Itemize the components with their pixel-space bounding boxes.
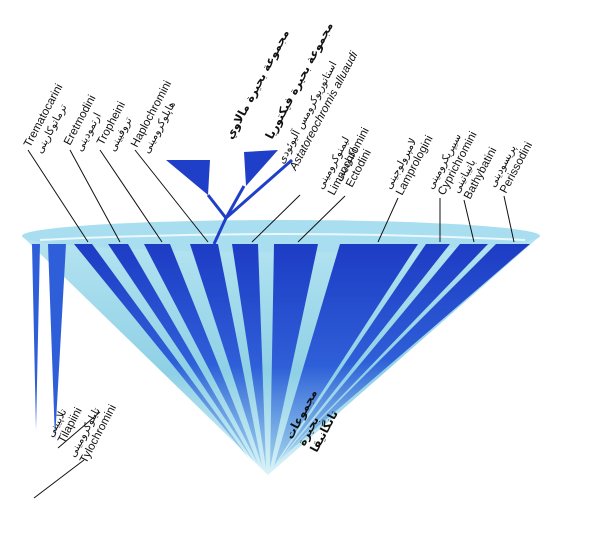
blade-perissodini [286, 244, 530, 454]
malawi-cluster [166, 160, 210, 195]
rim-highlight [39, 233, 526, 241]
blade-tylochromini [32, 244, 40, 430]
blade-haplochromini [190, 244, 262, 466]
victoria-cluster [244, 150, 278, 186]
blade-tropheini [144, 244, 258, 464]
blade-limnochromini [232, 244, 266, 468]
astatoreochromis-branch [225, 158, 293, 220]
stem-to-rim [212, 217, 228, 245]
blade-trematocarini [74, 244, 250, 460]
blade-tilapiini [48, 244, 66, 440]
tribe-blades [74, 244, 530, 468]
blade-ectodini [270, 244, 318, 468]
blade-lamprologini [274, 244, 418, 466]
blade-bathybatini [282, 244, 488, 458]
blade-cyprichromini [278, 244, 450, 462]
blade-eretmodini [108, 244, 254, 462]
leader-lines [27, 149, 515, 499]
malawi-victoria-stem [206, 185, 246, 221]
